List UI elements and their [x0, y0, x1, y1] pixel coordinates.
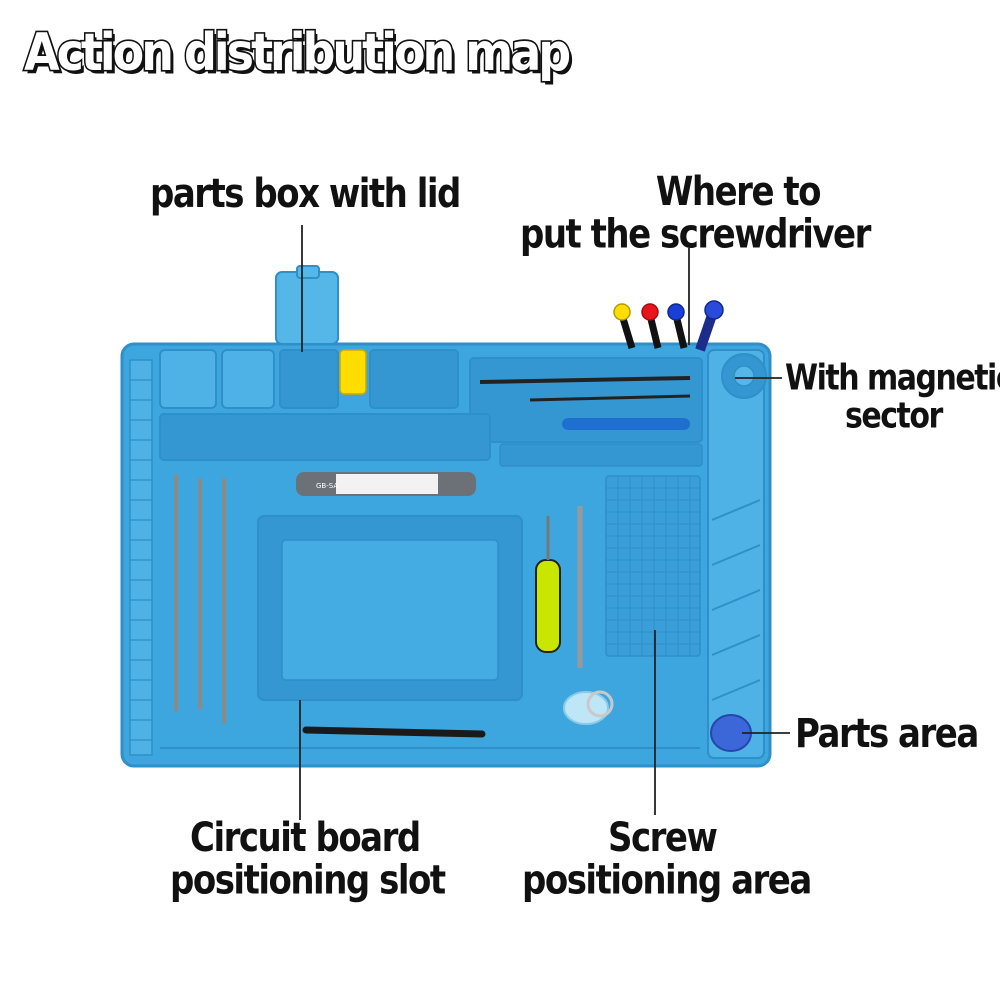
- left-ruler: [129, 359, 153, 756]
- label-screw-line1: Screw: [608, 814, 718, 862]
- suction-cup-icon: [563, 691, 609, 725]
- page-title: Action distribution map: [22, 20, 572, 84]
- label-parts-box: parts box with lid: [150, 170, 461, 218]
- label-parts-area: Parts area: [795, 710, 979, 758]
- label-parts-box-text: parts box with lid: [150, 170, 461, 218]
- label-circuit-line1: Circuit board: [190, 814, 421, 862]
- callout-lines: [299, 225, 790, 820]
- blue-pry-tool: [562, 418, 690, 430]
- parts-area-slots: [711, 499, 761, 701]
- screwdriver-icon: [535, 559, 561, 653]
- ruler-ticks: [130, 379, 152, 741]
- top-compartment-2: [221, 349, 275, 409]
- bit-compartment: [279, 349, 339, 409]
- label-screwdriver: Where to put the screwdriver: [520, 168, 871, 258]
- label-screw-area: Screw positioning area: [522, 814, 812, 904]
- label-screw-line2: positioning area: [522, 856, 812, 904]
- label-screwdriver-line2: put the screwdriver: [520, 210, 871, 258]
- spudger-tools: [174, 474, 226, 724]
- small-slots-row: [499, 443, 703, 467]
- label-magnetic-line1: With magnetic: [785, 357, 1000, 399]
- label-screwdriver-line1: Where to: [655, 168, 822, 216]
- label-circuit-board: Circuit board positioning slot: [170, 814, 446, 904]
- screwdriver-knobs: [613, 300, 724, 352]
- parts-box-lid-tab: [296, 265, 320, 279]
- tweezers-icon: [479, 376, 691, 384]
- label-magnetic-line2: sector: [845, 394, 943, 437]
- parts-box-lid: [275, 271, 339, 345]
- label-parts-area-text: Parts area: [795, 710, 979, 758]
- pen-tool: [302, 726, 486, 738]
- screw-tray: [159, 413, 491, 461]
- top-compartment-1: [159, 349, 217, 409]
- screw-positioning-grid: [605, 475, 701, 657]
- label-magnetic: With magnetic sector: [785, 360, 1000, 434]
- tool-card-text: GB-SA: [316, 482, 338, 490]
- tool-compartment: [369, 349, 459, 409]
- label-circuit-line2: positioning slot: [170, 856, 446, 904]
- circuit-board-inner: [281, 539, 499, 681]
- screw-grid-lines: [606, 476, 700, 656]
- yellow-bit-holder: [339, 349, 367, 395]
